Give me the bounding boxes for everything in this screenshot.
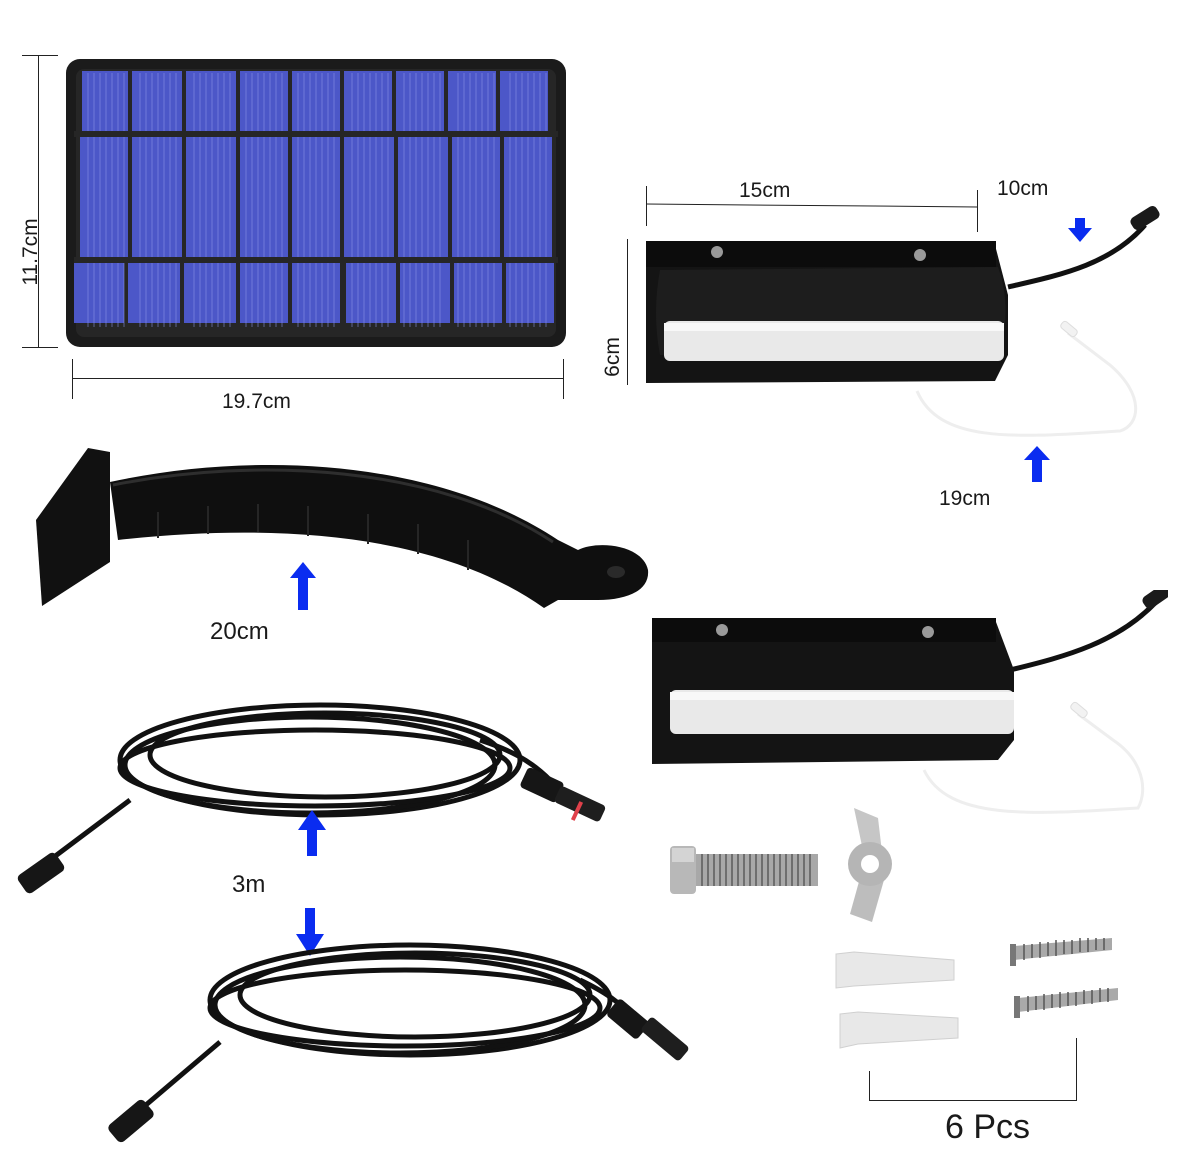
arrow-down-icon (1068, 218, 1092, 242)
light-length-label: 15cm (739, 179, 791, 202)
solar-panel (64, 57, 568, 349)
light-height-label: 6cm (601, 337, 624, 377)
light-unit-2 (648, 590, 1168, 830)
panel-height-label: 11.7cm (19, 218, 42, 286)
cable-length-label: 10cm (997, 177, 1049, 200)
panel-width-dim-tick-left (72, 359, 73, 399)
extension-cable-1 (10, 690, 620, 910)
pcs-bracket-right (1076, 1038, 1077, 1101)
bracket-length-label: 20cm (210, 618, 269, 645)
panel-height-dim-tick-top (22, 55, 58, 56)
wing-nut (838, 806, 898, 924)
mounting-bracket (18, 440, 658, 610)
light-unit-1 (640, 205, 1160, 465)
light-length-tick-left (646, 186, 647, 226)
arrow-up-icon (298, 810, 326, 856)
panel-width-dim-line (72, 378, 563, 379)
arrow-up-icon (290, 562, 316, 610)
pcs-bracket-bottom (869, 1100, 1077, 1101)
hardware-count-label: 6 Pcs (945, 1108, 1031, 1146)
panel-height-dim-tick-bottom (22, 347, 58, 348)
light-length-tick-right (977, 190, 978, 232)
pull-cord-length-label: 19cm (939, 487, 991, 510)
arrow-down-icon (296, 908, 324, 956)
extension-cable-2 (100, 930, 720, 1155)
panel-width-label: 19.7cm (222, 390, 291, 413)
extension-cable-length-label: 3m (232, 871, 266, 898)
panel-height-dim-line (38, 56, 39, 348)
arrow-up-icon (1024, 446, 1050, 482)
panel-width-dim-tick-right (563, 359, 564, 399)
light-height-dim-line (627, 239, 628, 385)
pcs-bracket-left (869, 1071, 870, 1101)
wall-anchors (830, 942, 964, 1062)
hex-bolt (668, 842, 820, 898)
screws (1000, 936, 1124, 1026)
